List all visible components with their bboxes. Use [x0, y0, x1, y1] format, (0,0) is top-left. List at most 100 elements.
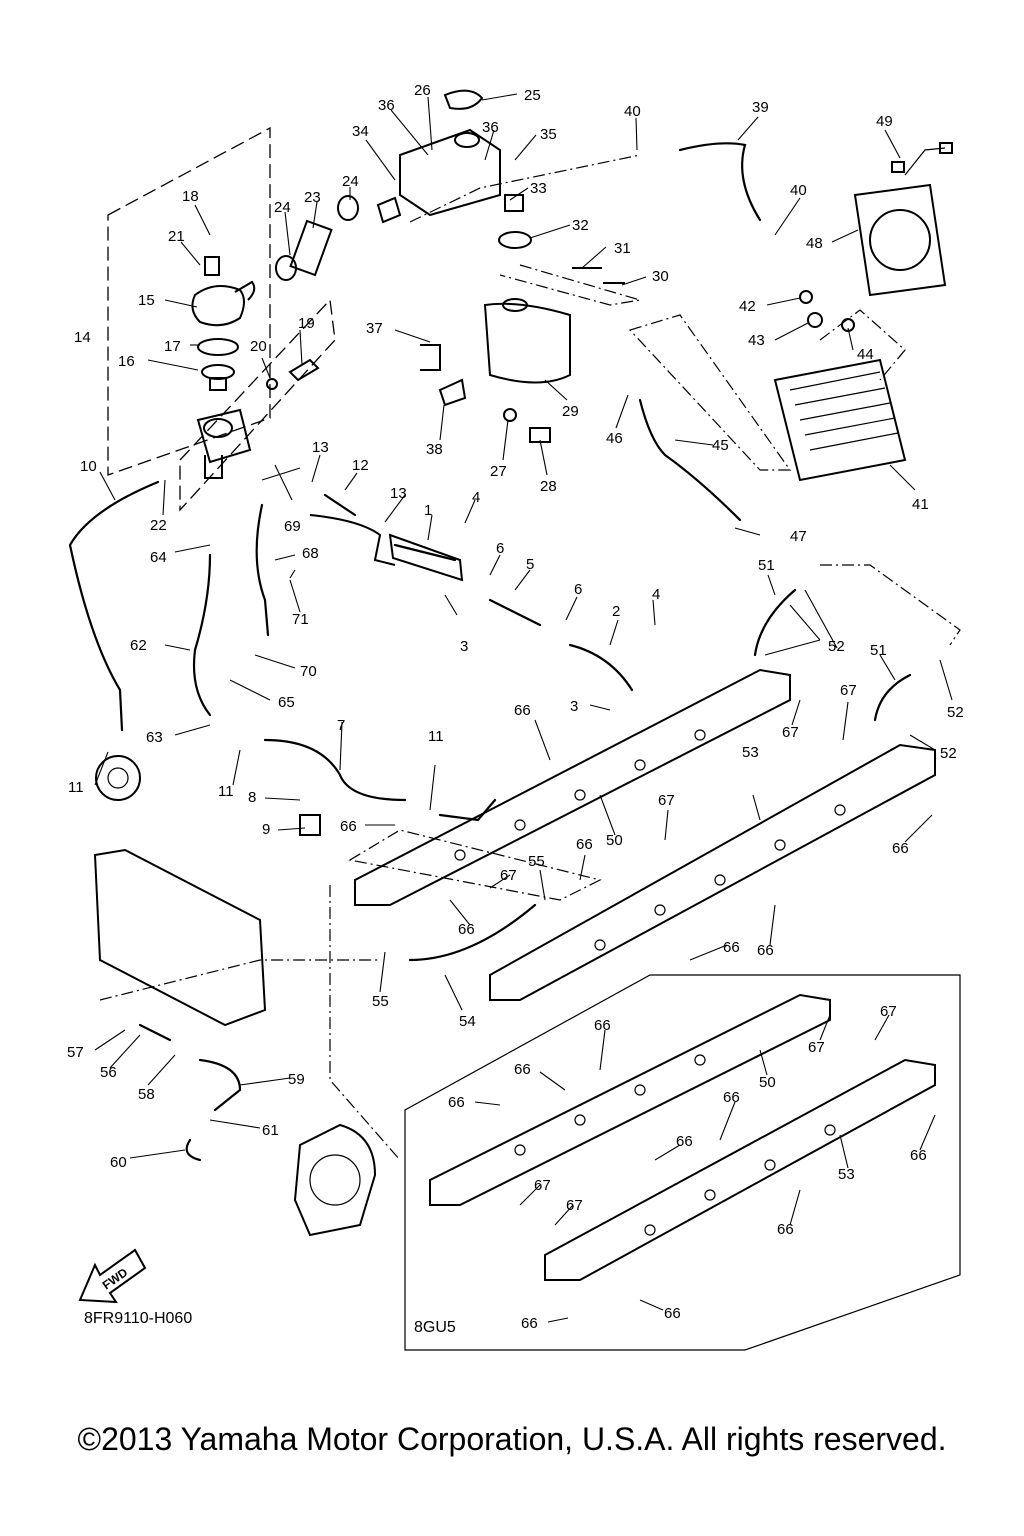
callout-43: 43 — [748, 332, 765, 349]
callout-28: 28 — [540, 478, 557, 495]
callout-39: 39 — [752, 99, 769, 116]
callout-66: 66 — [910, 1147, 927, 1164]
callout-52: 52 — [940, 745, 957, 762]
callout-22: 22 — [150, 517, 167, 534]
callout-33: 33 — [530, 180, 547, 197]
callout-34: 34 — [352, 123, 369, 140]
callout-59: 59 — [288, 1071, 305, 1088]
callout-41: 41 — [912, 496, 929, 513]
callout-67: 67 — [658, 792, 675, 809]
callout-67: 67 — [840, 682, 857, 699]
callout-52: 52 — [947, 704, 964, 721]
callout-13: 13 — [390, 485, 407, 502]
callout-20: 20 — [250, 338, 267, 355]
callout-67: 67 — [500, 867, 517, 884]
coolant-hoses — [68, 480, 961, 1162]
callout-51: 51 — [758, 557, 775, 574]
callout-66: 66 — [521, 1315, 538, 1332]
callout-32: 32 — [572, 217, 589, 234]
callout-55: 55 — [528, 853, 545, 870]
engine-housings — [93, 514, 464, 1237]
callout-47: 47 — [790, 528, 807, 545]
callout-66: 66 — [514, 702, 531, 719]
callout-66: 66 — [723, 1089, 740, 1106]
callout-66: 66 — [514, 1061, 531, 1078]
callout-3: 3 — [460, 638, 468, 655]
callout-6: 6 — [496, 540, 504, 557]
callout-labels: 1 2 3 3 4 4 5 6 6 7 8 9 10 11 11 11 11 1… — [67, 82, 964, 1322]
callout-54: 54 — [459, 1013, 476, 1030]
callout-30: 30 — [652, 268, 669, 285]
callout-66: 66 — [757, 942, 774, 959]
copyright-notice: ©2013 Yamaha Motor Corporation, U.S.A. A… — [77, 1421, 946, 1457]
callout-71: 71 — [292, 611, 309, 628]
callout-48: 48 — [806, 235, 823, 252]
callout-11: 11 — [218, 783, 234, 800]
callout-40: 40 — [790, 182, 807, 199]
callout-11: 11 — [68, 779, 84, 796]
callout-46: 46 — [606, 430, 623, 447]
callout-70: 70 — [300, 663, 317, 680]
callout-31: 31 — [614, 240, 631, 257]
callout-10: 10 — [80, 458, 97, 475]
callout-67: 67 — [566, 1197, 583, 1214]
callout-19: 19 — [298, 315, 315, 332]
fwd-arrow-icon: FWD — [78, 1248, 147, 1304]
callout-7: 7 — [337, 717, 345, 734]
callout-66: 66 — [576, 836, 593, 853]
callout-58: 58 — [138, 1086, 155, 1103]
callout-66: 66 — [448, 1094, 465, 1111]
callout-52: 52 — [828, 638, 845, 655]
callout-66: 66 — [676, 1133, 693, 1150]
callout-37: 37 — [366, 320, 383, 337]
callout-66: 66 — [723, 939, 740, 956]
callout-36: 36 — [482, 119, 499, 136]
callout-25: 25 — [524, 87, 541, 104]
callout-12: 12 — [352, 457, 369, 474]
callout-67: 67 — [880, 1003, 897, 1020]
callout-2: 2 — [612, 603, 620, 620]
callout-17: 17 — [164, 338, 181, 355]
callout-67: 67 — [534, 1177, 551, 1194]
callout-66: 66 — [458, 921, 475, 938]
drawing-code: 8FR9110-H060 — [84, 1310, 192, 1327]
callout-35: 35 — [540, 126, 557, 143]
callout-5: 5 — [526, 556, 534, 573]
callout-66: 66 — [594, 1017, 611, 1034]
callout-50: 50 — [606, 832, 623, 849]
callout-60: 60 — [110, 1154, 127, 1171]
callout-29: 29 — [562, 403, 579, 420]
callout-44: 44 — [857, 346, 874, 363]
inset-label: 8GU5 — [414, 1319, 456, 1336]
callout-66: 66 — [892, 840, 909, 857]
callout-53: 53 — [742, 744, 759, 761]
callout-4: 4 — [472, 489, 480, 506]
callout-1: 1 — [424, 502, 432, 519]
callout-4: 4 — [652, 586, 660, 603]
callout-64: 64 — [150, 549, 167, 566]
callout-49: 49 — [876, 113, 893, 130]
callout-21: 21 — [168, 228, 185, 245]
callout-66: 66 — [664, 1305, 681, 1322]
callout-3: 3 — [570, 698, 578, 715]
callout-53: 53 — [838, 1166, 855, 1183]
callout-24: 24 — [342, 173, 359, 190]
cooler-rails — [354, 668, 936, 1281]
callout-38: 38 — [426, 441, 443, 458]
callout-42: 42 — [739, 298, 756, 315]
callout-63: 63 — [146, 729, 163, 746]
thermostat-assembly — [191, 195, 359, 479]
callout-67: 67 — [808, 1039, 825, 1056]
callout-24: 24 — [274, 199, 291, 216]
callout-23: 23 — [304, 189, 321, 206]
callout-40: 40 — [624, 103, 641, 120]
callout-15: 15 — [138, 292, 155, 309]
callout-66: 66 — [777, 1221, 794, 1238]
assembly-frames — [99, 126, 961, 1351]
callout-56: 56 — [100, 1064, 117, 1081]
leader-lines — [94, 93, 953, 1323]
callout-57: 57 — [67, 1044, 84, 1061]
callout-11: 11 — [428, 728, 444, 745]
callout-9: 9 — [262, 821, 270, 838]
